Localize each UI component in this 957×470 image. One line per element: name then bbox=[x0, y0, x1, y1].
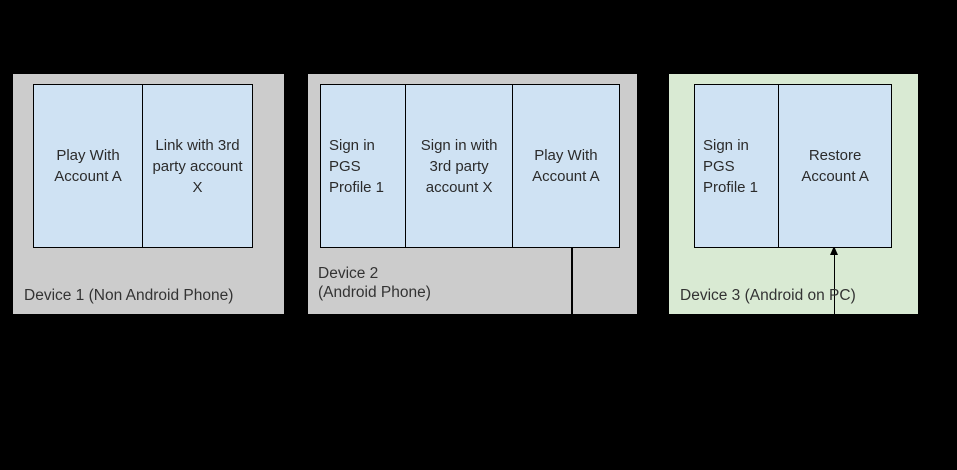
device-label-device-2: Device 2 (Android Phone) bbox=[318, 265, 431, 301]
step-box-sign-in-pgs-profile-device-3[interactable]: Sign in PGS Profile 1 bbox=[695, 85, 780, 247]
step-box-sign-in-third-party-device-2[interactable]: Sign in with 3rd party account X bbox=[406, 85, 513, 247]
connector-device2-out-line bbox=[571, 247, 573, 314]
connector-device3-in-line bbox=[834, 250, 836, 314]
step-strip-device-2: Sign in PGS Profile 1 Sign in with 3rd p… bbox=[320, 84, 620, 248]
device-label-device-3: Device 3 (Android on PC) bbox=[680, 287, 856, 304]
step-strip-device-3: Sign in PGS Profile 1 Restore Account A bbox=[694, 84, 892, 248]
step-box-restore-account-a-device-3[interactable]: Restore Account A bbox=[779, 85, 891, 247]
step-box-sign-in-pgs-profile-device-2[interactable]: Sign in PGS Profile 1 bbox=[321, 85, 407, 247]
step-box-play-with-account-a-device-1[interactable]: Play With Account A bbox=[34, 85, 143, 247]
device-label-device-1: Device 1 (Non Android Phone) bbox=[24, 287, 234, 304]
step-box-link-third-party-device-1[interactable]: Link with 3rd party account X bbox=[143, 85, 252, 247]
step-strip-device-1: Play With Account A Link with 3rd party … bbox=[33, 84, 253, 248]
connector-device3-in-arrowhead-icon bbox=[830, 246, 838, 255]
step-box-play-with-account-a-device-2[interactable]: Play With Account A bbox=[512, 85, 619, 247]
